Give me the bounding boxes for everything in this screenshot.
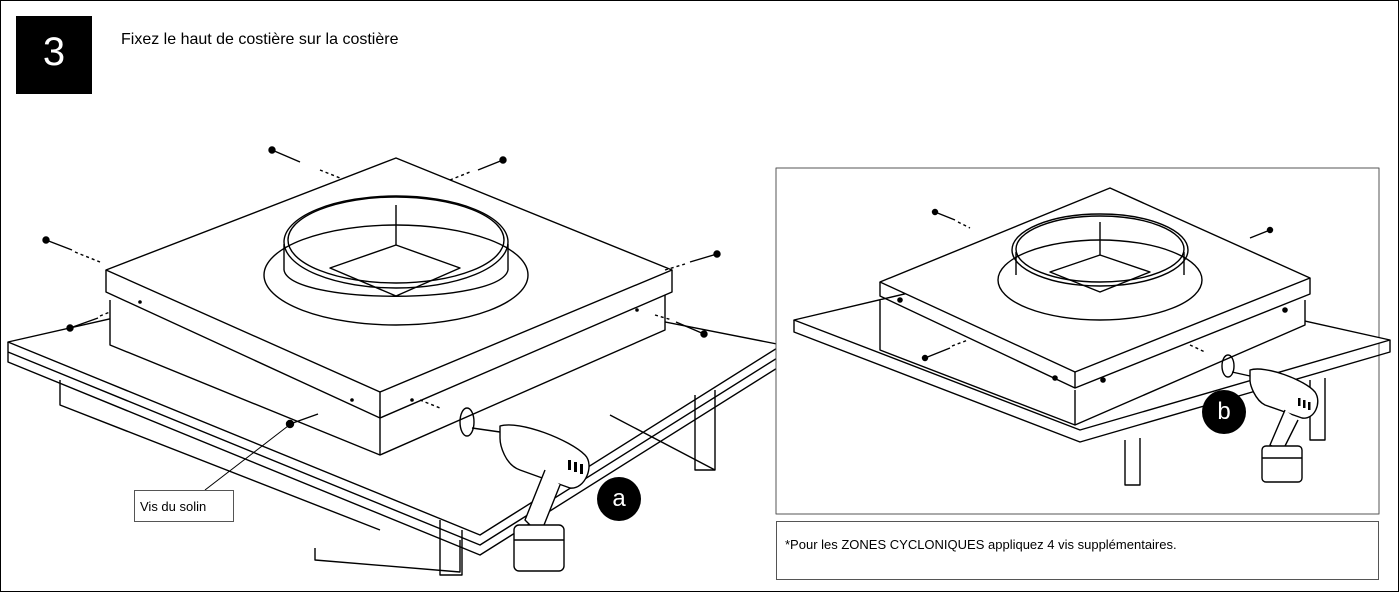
step-number-box: 3	[16, 16, 92, 94]
drill-icon	[1221, 354, 1319, 483]
screw-icon	[654, 314, 708, 338]
screw-icon	[921, 339, 969, 362]
figure-a-curb-assembly	[7, 146, 783, 576]
badge-a: a	[597, 477, 641, 521]
screw-icon	[66, 311, 111, 332]
cyclone-note: *Pour les ZONES CYCLONIQUES appliquez 4 …	[776, 521, 1379, 580]
step-number: 3	[42, 30, 66, 74]
screw-icon	[285, 413, 319, 429]
screw-icon	[1249, 226, 1274, 239]
screw-icon	[42, 236, 101, 263]
drill-icon	[459, 407, 590, 572]
screw-icon	[268, 146, 341, 179]
screw-icon	[931, 208, 971, 229]
screw-icon	[449, 156, 507, 181]
screw-icon	[664, 250, 721, 271]
cyclone-note-text: *Pour les ZONES CYCLONIQUES appliquez 4 …	[785, 537, 1177, 552]
step-title: Fixez le haut de costière sur la costièr…	[121, 31, 399, 48]
figure-b-curb-assembly	[793, 187, 1391, 486]
screw-callout-label: Vis du solin	[134, 490, 234, 522]
badge-b: b	[1202, 390, 1246, 434]
